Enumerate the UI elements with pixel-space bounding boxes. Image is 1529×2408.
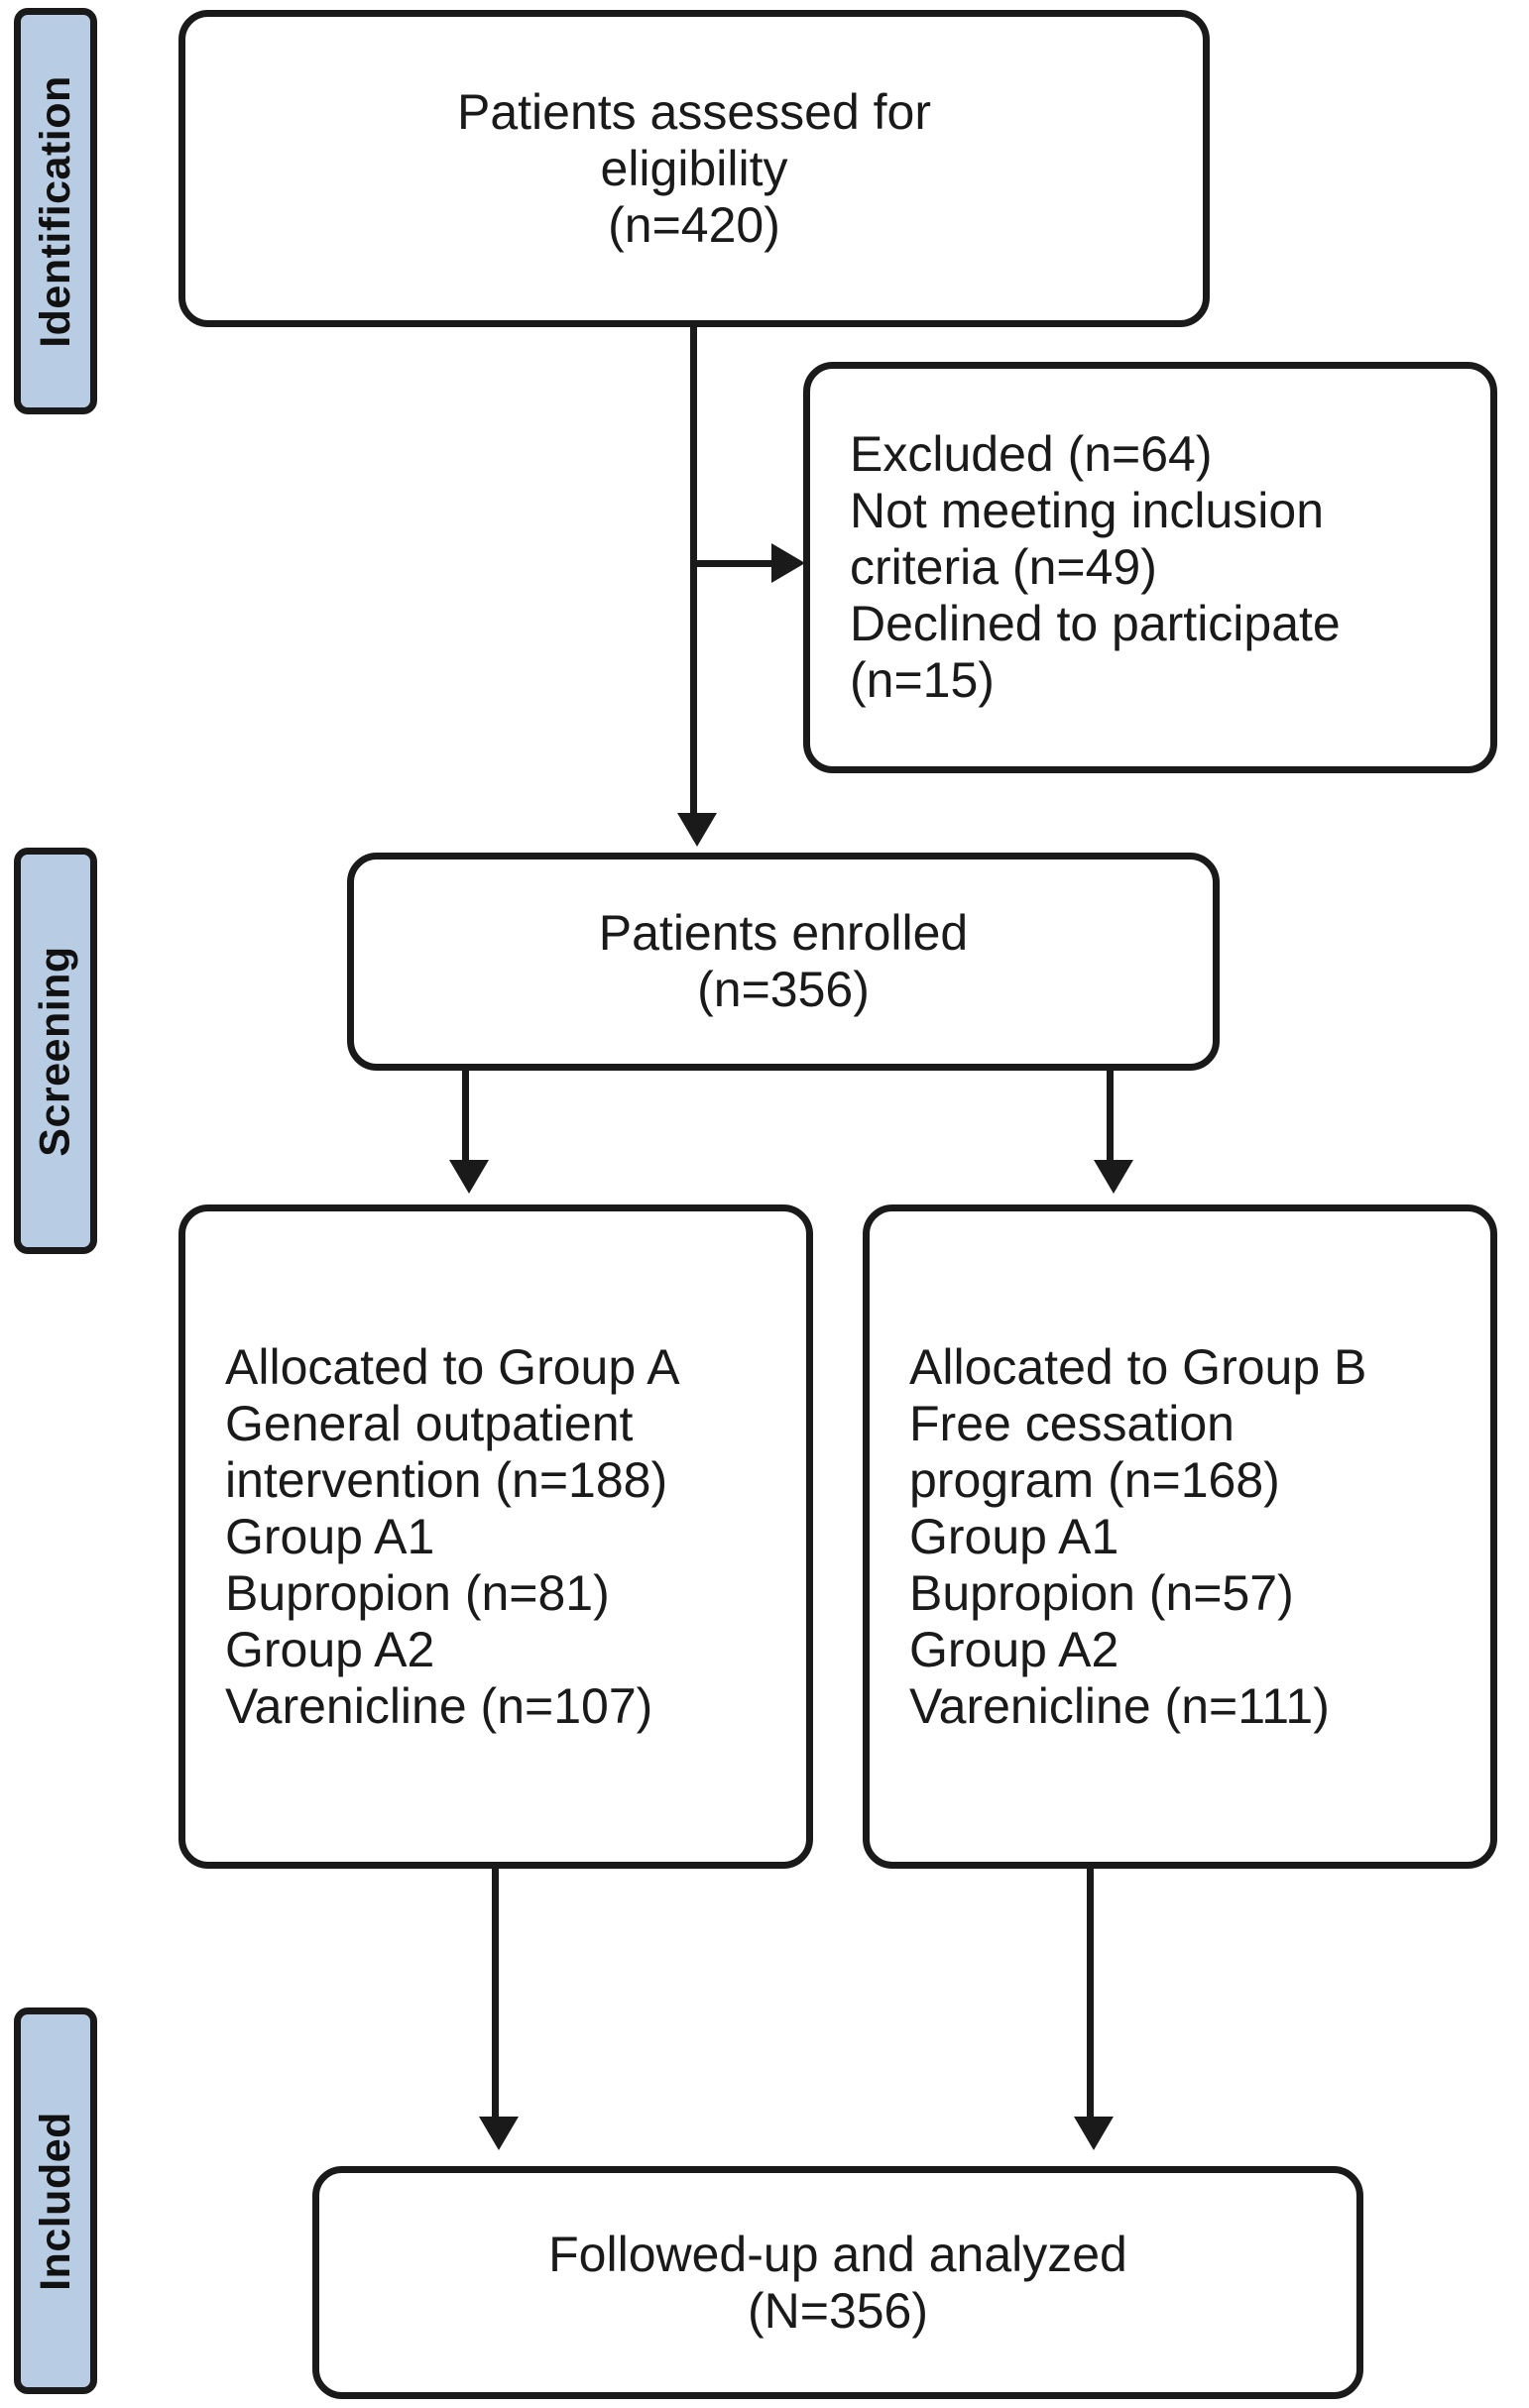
- group-b-line-7: Varenicline (n=111): [909, 1677, 1330, 1734]
- connector-assessed-to-enrolled: [690, 327, 697, 818]
- arrowhead-down-icon-to-group-a: [449, 1160, 489, 1194]
- excluded-line-3: criteria (n=49): [850, 539, 1157, 595]
- box-allocated-group-a: Allocated to Group A General outpatient …: [178, 1204, 813, 1869]
- group-a-line-6: Group A2: [225, 1621, 435, 1677]
- group-a-line-3: intervention (n=188): [225, 1451, 668, 1508]
- stage-label-included: Included: [14, 2007, 97, 2394]
- stage-label-included-text: Included: [31, 2111, 79, 2291]
- analyzed-line-1: Followed-up and analyzed: [548, 2226, 1127, 2282]
- enrolled-line-2: (n=356): [697, 962, 870, 1017]
- connector-enrolled-to-group-b: [1107, 1071, 1114, 1165]
- group-b-line-2: Free cessation: [909, 1395, 1235, 1451]
- stage-label-screening-text: Screening: [31, 945, 79, 1157]
- connector-group-a-to-analyzed: [492, 1869, 499, 2121]
- excluded-line-2: Not meeting inclusion: [850, 483, 1325, 538]
- assessed-line-3: (n=420): [608, 196, 780, 253]
- stage-label-screening: Screening: [14, 848, 97, 1254]
- excluded-line-4: Declined to participate: [850, 596, 1341, 651]
- box-allocated-group-b: Allocated to Group B Free cessation prog…: [863, 1204, 1497, 1869]
- arrowhead-down-icon-group-b-to-analyzed: [1074, 2117, 1114, 2150]
- group-b-line-6: Group A2: [909, 1621, 1119, 1677]
- assessed-line-1: Patients assessed for: [456, 83, 932, 140]
- arrowhead-down-icon-to-enrolled: [677, 813, 717, 847]
- connector-trunk-to-excluded: [690, 560, 779, 567]
- stage-label-identification: Identification: [14, 8, 97, 414]
- group-b-line-4: Group A1: [909, 1508, 1119, 1564]
- box-patients-enrolled: Patients enrolled (n=356): [347, 853, 1220, 1071]
- group-a-line-4: Group A1: [225, 1508, 435, 1564]
- group-a-line-7: Varenicline (n=107): [225, 1677, 653, 1734]
- analyzed-line-2: (N=356): [747, 2282, 929, 2339]
- arrowhead-down-icon-to-group-b: [1094, 1160, 1133, 1194]
- connector-group-b-to-analyzed: [1087, 1869, 1094, 2121]
- box-assessed-for-eligibility: Patients assessed for eligibility (n=420…: [178, 10, 1210, 327]
- group-b-line-1: Allocated to Group B: [909, 1338, 1367, 1395]
- group-a-line-2: General outpatient: [225, 1395, 634, 1451]
- excluded-line-5: (n=15): [850, 652, 995, 708]
- group-a-line-1: Allocated to Group A: [225, 1338, 680, 1395]
- connector-enrolled-to-group-a: [462, 1071, 469, 1165]
- group-b-line-5: Bupropion (n=57): [909, 1564, 1294, 1621]
- arrowhead-down-icon-group-a-to-analyzed: [479, 2117, 519, 2150]
- arrowhead-right-icon-to-excluded: [771, 543, 805, 583]
- group-a-line-5: Bupropion (n=81): [225, 1564, 610, 1621]
- enrolled-line-1: Patients enrolled: [598, 905, 969, 961]
- box-followed-up-and-analyzed: Followed-up and analyzed (N=356): [312, 2166, 1363, 2399]
- excluded-line-1: Excluded (n=64): [850, 426, 1213, 482]
- stage-label-identification-text: Identification: [31, 74, 79, 348]
- assessed-line-2: eligibility: [600, 140, 788, 196]
- box-excluded: Excluded (n=64) Not meeting inclusion cr…: [803, 362, 1497, 773]
- group-b-line-3: program (n=168): [909, 1451, 1280, 1508]
